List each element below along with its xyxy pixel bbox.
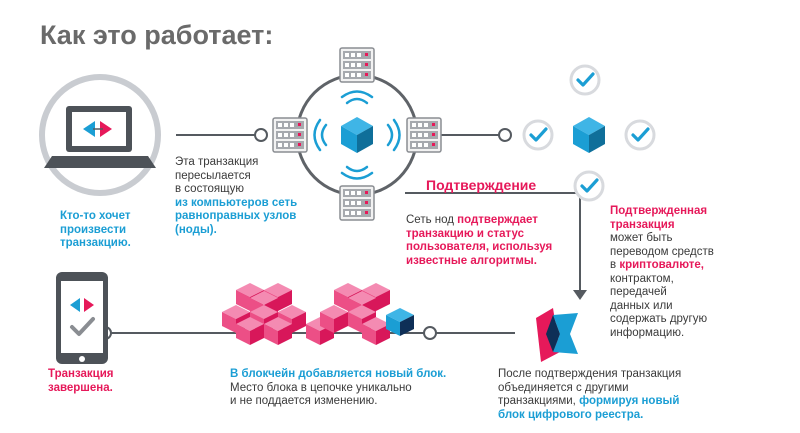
step2-text: Эта транзакция пересылается в состоящую … <box>175 156 298 236</box>
page-title: Как это работает: <box>40 20 274 50</box>
step3-text: Сеть нод подтверждает транзакцию и стату… <box>406 214 553 267</box>
wifi-signal-icon <box>313 90 401 180</box>
cube-icon <box>341 117 373 153</box>
server-icon-top <box>339 47 375 83</box>
phone-icon <box>56 272 108 364</box>
block-logo-icon <box>536 308 578 362</box>
step5-text: После подтверждения транзакция объединяе… <box>498 368 682 421</box>
arrow-down-icon <box>573 290 587 300</box>
check-circle-icon <box>573 170 605 202</box>
step7-text: Транзакция завершена. <box>48 368 114 394</box>
step6-text: В блокчейн добавляется новый блок. Место… <box>230 368 447 407</box>
step4-text: Подтвержденная транзакция может быть пер… <box>610 205 714 339</box>
check-circle-icon <box>569 64 601 96</box>
blockchain-cubes <box>222 283 414 345</box>
server-icon-left <box>272 117 308 153</box>
server-icon-bottom <box>339 185 375 221</box>
server-icon-right <box>406 117 442 153</box>
laptop-icon <box>39 74 161 196</box>
node-network <box>272 47 442 221</box>
check-circle-icon <box>522 119 554 151</box>
confirmation-cluster <box>522 64 656 202</box>
new-block-icon <box>386 308 414 336</box>
check-circle-icon <box>624 119 656 151</box>
cube-icon <box>573 117 605 153</box>
confirmation-label: Подтверждение <box>426 177 537 193</box>
